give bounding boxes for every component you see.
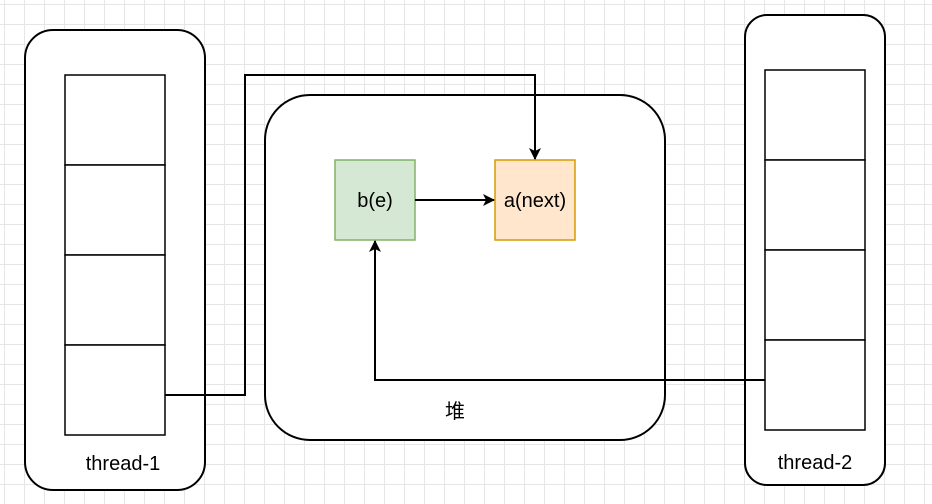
thread-1-stack (64, 74, 166, 436)
thread-2-stack (764, 69, 866, 431)
node-b-label: b(e) (357, 190, 393, 212)
thread-2-label: thread-2 (778, 452, 853, 474)
thread-1-stack-frame (64, 74, 166, 166)
thread-1-stack-frame (64, 164, 166, 256)
heap-label: 堆 (445, 400, 465, 423)
thread-2-stack-frame (764, 339, 866, 431)
thread-2-stack-frame (764, 159, 866, 251)
thread-2-stack-frame (764, 249, 866, 341)
thread-1-stack-frame (64, 344, 166, 436)
node-a-group: a(next) (494, 159, 576, 241)
node-b-group: b(e) (334, 159, 416, 241)
thread-1-to-a-arrow (165, 74, 541, 396)
thread-1-label: thread-1 (86, 453, 161, 475)
thread-1-group: thread-1 (24, 29, 206, 491)
heap-group: 堆 (264, 94, 666, 441)
thread-1-stack-frame (64, 254, 166, 346)
thread-2-stack-frame (764, 69, 866, 161)
thread-2-to-b-arrow (369, 240, 765, 381)
node-a-box (494, 159, 576, 241)
heap-container (264, 94, 666, 441)
node-a-label: a(next) (504, 190, 566, 212)
thread-2-group: thread-2 (744, 14, 886, 486)
